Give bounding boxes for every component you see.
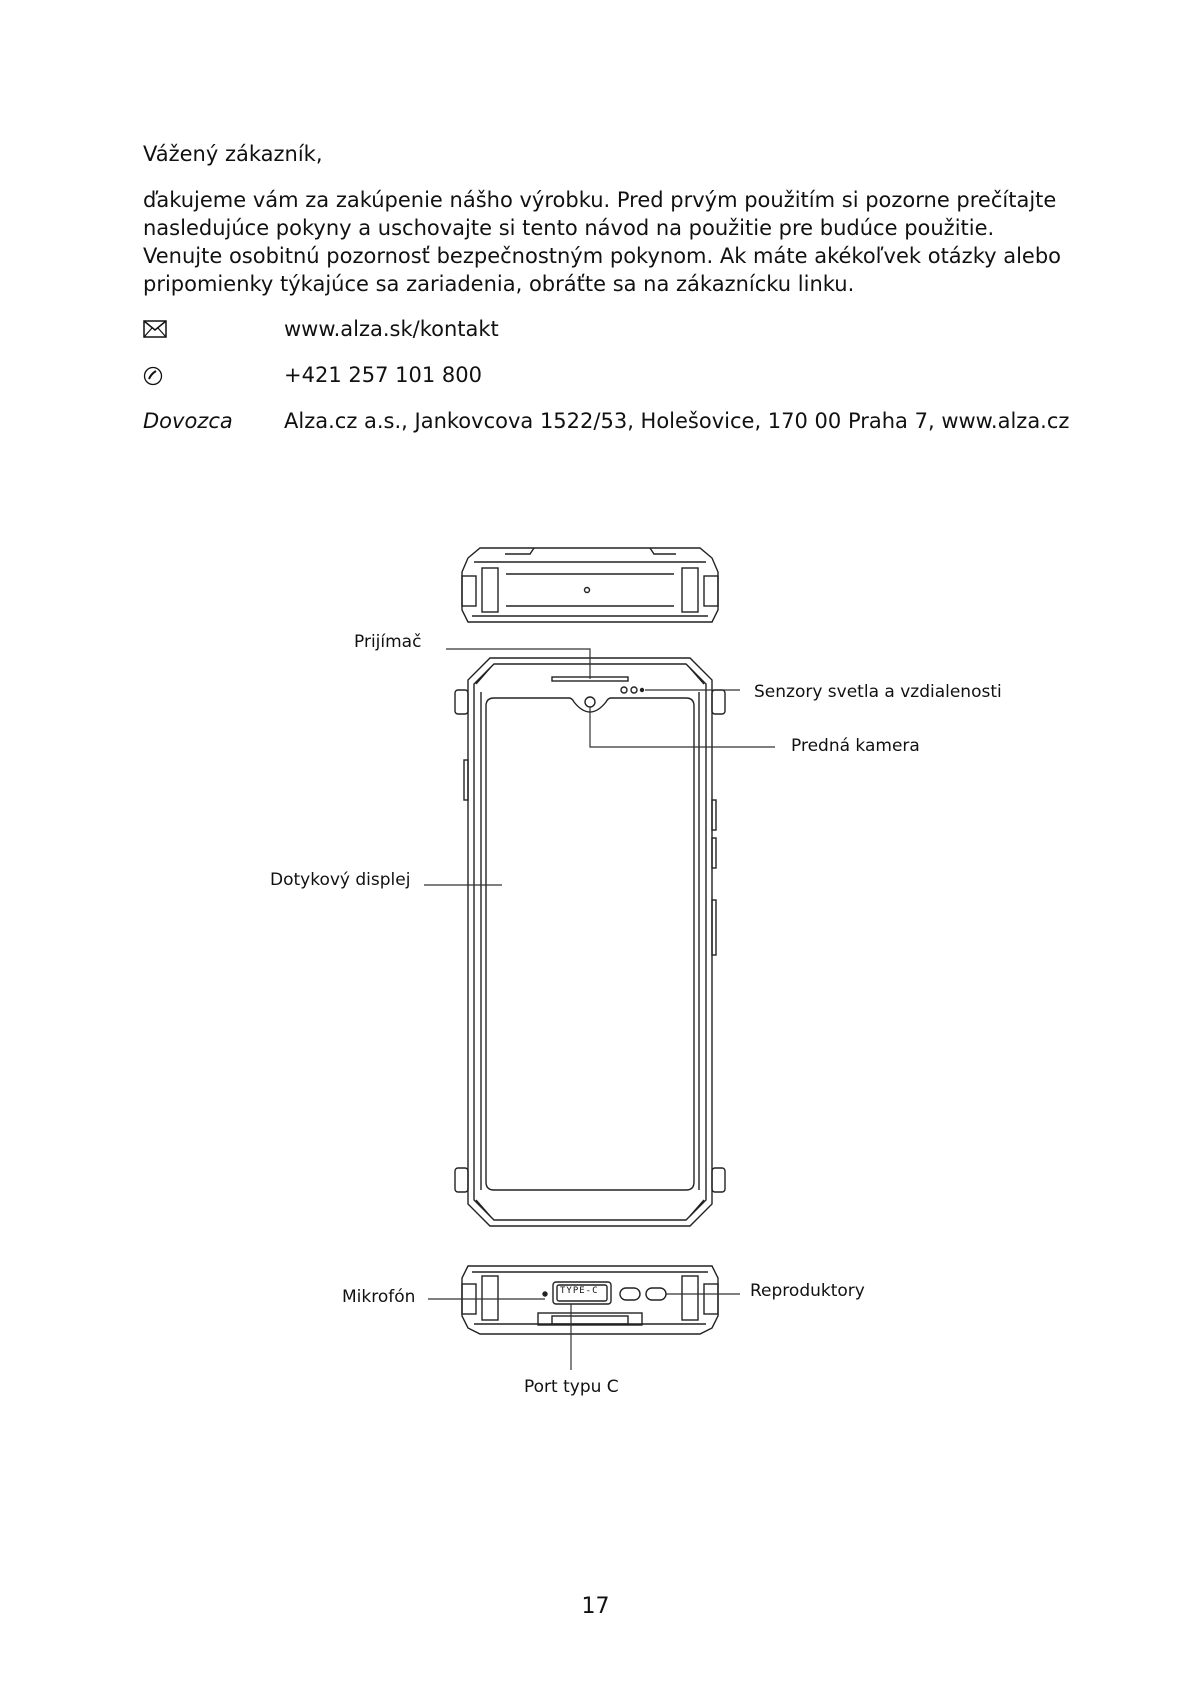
importer-value: Alza.cz a.s., Jankovcova 1522/53, Holešo… xyxy=(284,409,1070,433)
intro-paragraph: ďakujeme vám za zakúpenie nášho výrobku.… xyxy=(143,188,1062,296)
envelope-icon xyxy=(143,320,167,342)
port-marking: TYPE-C xyxy=(560,1286,599,1296)
label-receiver: Prijímač xyxy=(354,632,422,652)
phone-icon xyxy=(143,366,163,390)
label-usb-port: Port typu C xyxy=(524,1377,619,1397)
label-sensors: Senzory svetla a vzdialenosti xyxy=(754,682,1002,702)
leader-lines xyxy=(424,648,775,1370)
label-touch-display: Dotykový displej xyxy=(270,870,411,890)
greeting: Vážený zákazník, xyxy=(143,142,323,166)
label-front-camera: Predná kamera xyxy=(791,736,920,756)
phone-bottom-view xyxy=(461,1265,719,1335)
phone-front-view xyxy=(454,657,726,1227)
page-number: 17 xyxy=(581,1594,610,1619)
label-microphone: Mikrofón xyxy=(342,1287,416,1307)
importer-label: Dovozca xyxy=(143,409,233,433)
contact-phone: +421 257 101 800 xyxy=(284,363,482,387)
contact-web: www.alza.sk/kontakt xyxy=(284,317,499,341)
phone-top-view xyxy=(461,547,719,623)
label-speakers: Reproduktory xyxy=(750,1281,865,1301)
